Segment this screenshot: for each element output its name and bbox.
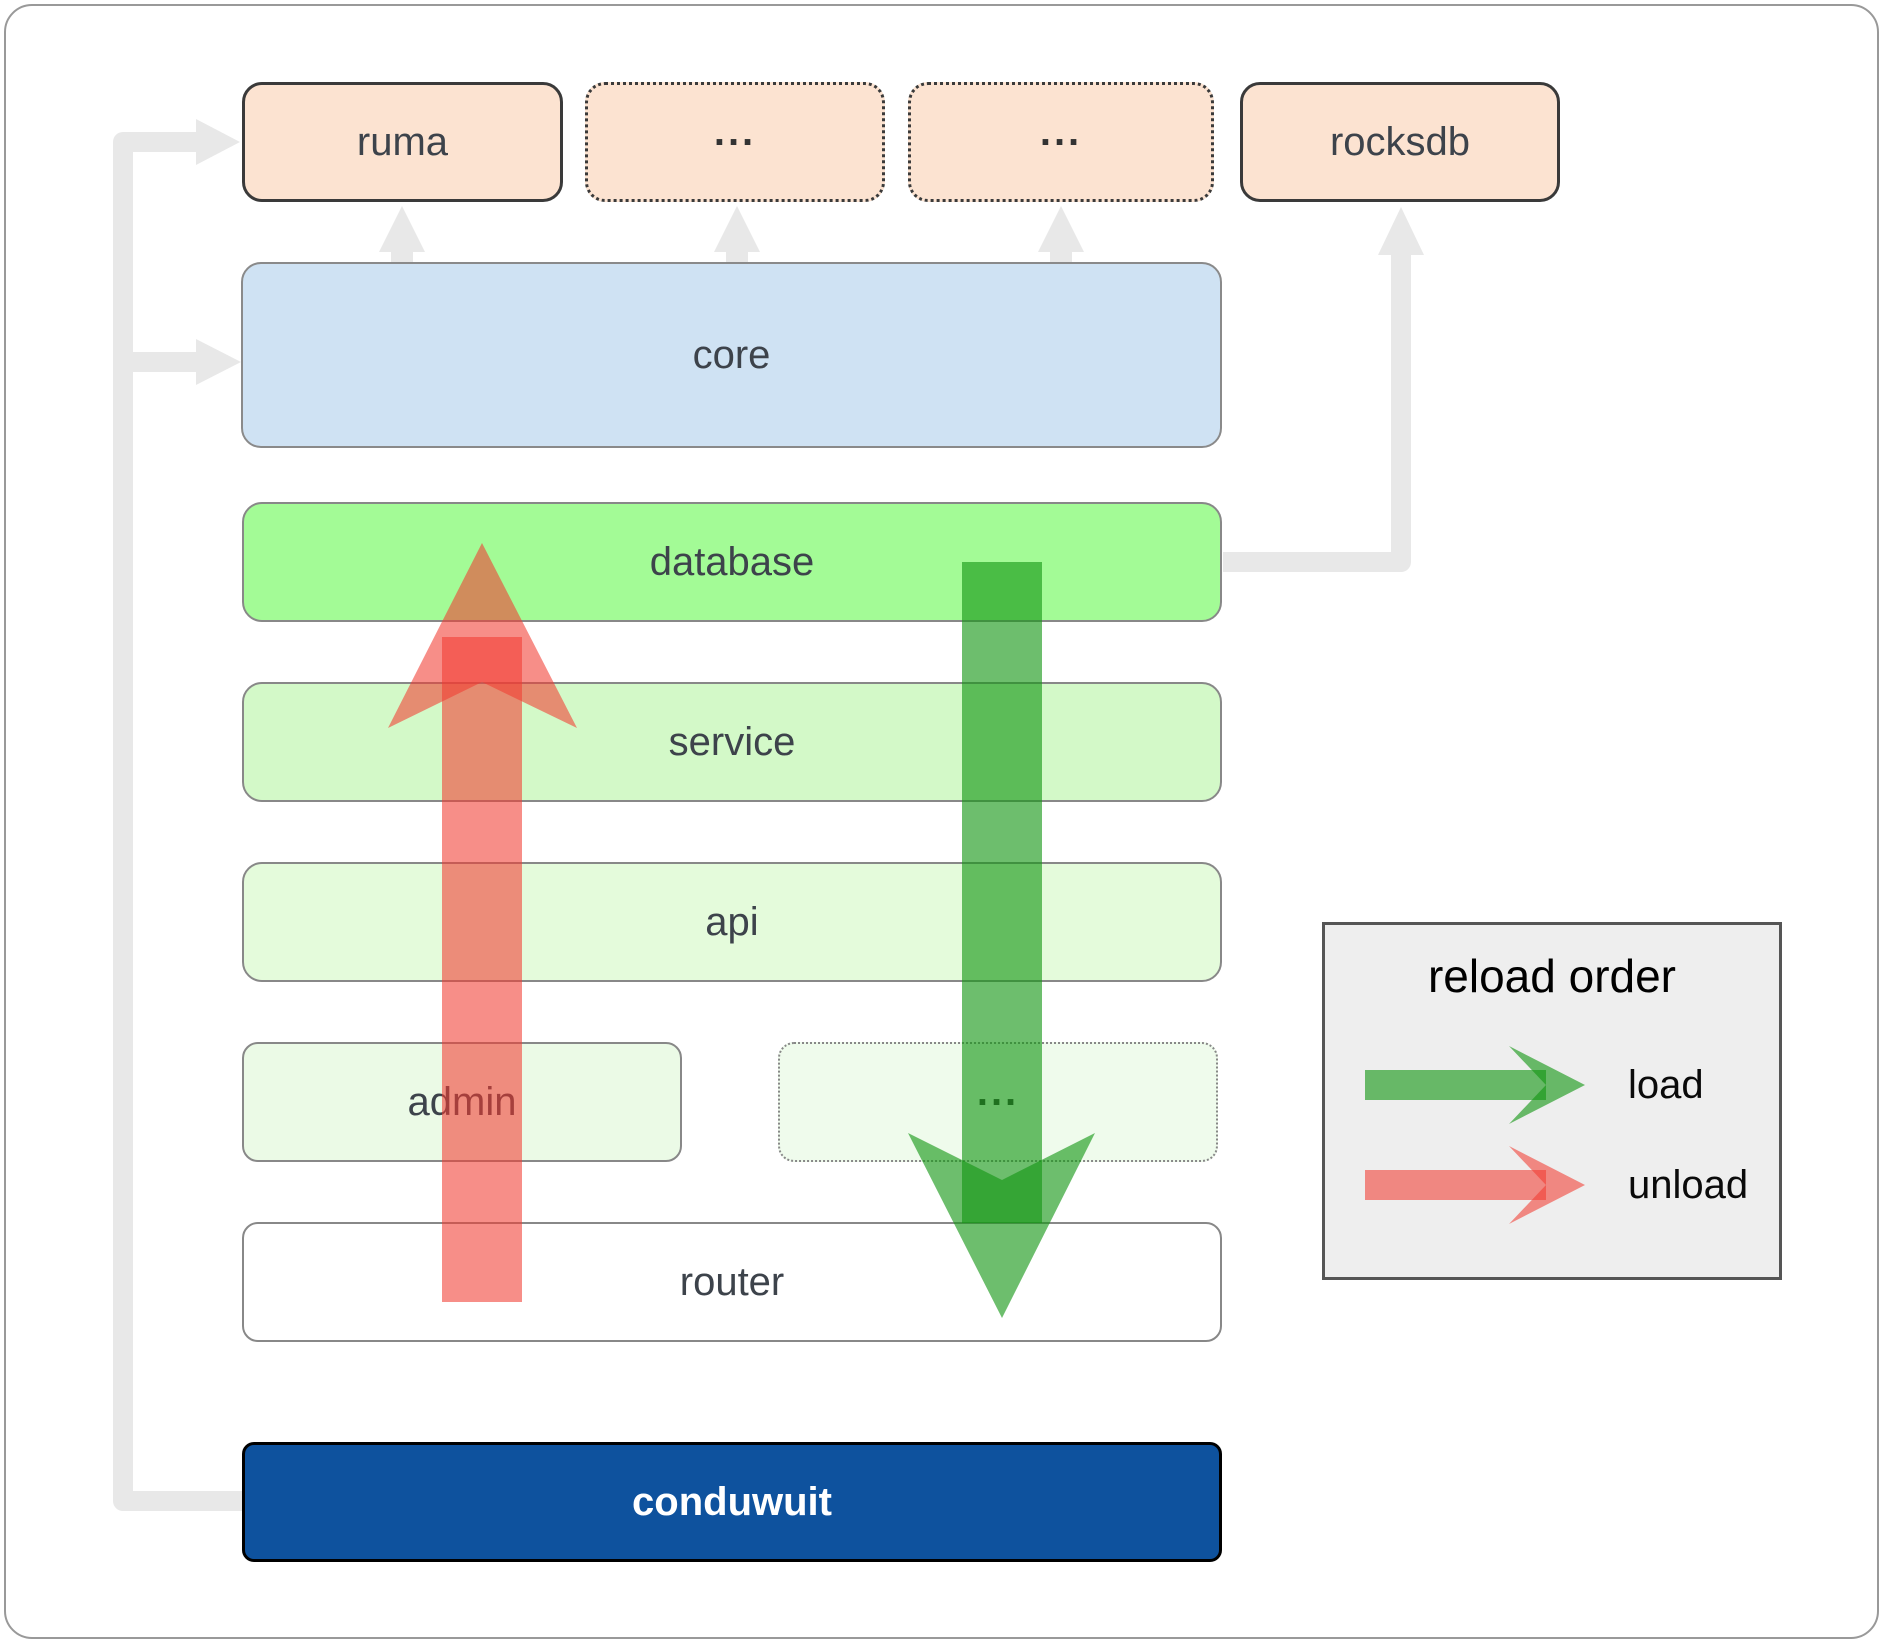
node-ellipsis-2: ...: [908, 82, 1214, 202]
node-label-rocksdb: rocksdb: [1329, 119, 1471, 164]
node-service: service: [242, 682, 1222, 802]
node-label-service: service: [668, 719, 796, 764]
node-label-database: database: [649, 539, 815, 584]
load-arrow-icon: [1365, 1046, 1585, 1124]
node-label-admin: admin: [407, 1079, 517, 1124]
node-label-router: router: [679, 1259, 785, 1304]
node-label-conduwuit: conduwuit: [632, 1479, 832, 1524]
page-frame: [4, 4, 1879, 1639]
legend-title: reload order: [1427, 950, 1677, 1002]
node-conduwuit: conduwuit: [242, 1442, 1222, 1562]
node-rocksdb: rocksdb: [1240, 82, 1560, 202]
legend-label-unload: unload: [1628, 1162, 1749, 1207]
node-ellipsis-1: ...: [585, 82, 885, 202]
node-label-api: api: [705, 899, 759, 944]
node-api: api: [242, 862, 1222, 982]
node-label-ellipsis-2: ...: [1039, 109, 1083, 154]
node-label-core: core: [692, 332, 771, 377]
node-label-ruma: ruma: [356, 119, 449, 164]
node-admin: admin: [242, 1042, 682, 1162]
legend-label-load: load: [1628, 1062, 1704, 1107]
legend-box: reload order load unload: [1322, 922, 1782, 1280]
node-database: database: [242, 502, 1222, 622]
node-ellipsis-3: ...: [778, 1042, 1218, 1162]
node-core: core: [241, 262, 1222, 448]
node-label-ellipsis-1: ...: [713, 109, 757, 154]
node-label-ellipsis-3: ...: [976, 1069, 1020, 1114]
node-router: router: [242, 1222, 1222, 1342]
unload-arrow-icon: [1365, 1146, 1585, 1224]
node-ruma: ruma: [242, 82, 563, 202]
